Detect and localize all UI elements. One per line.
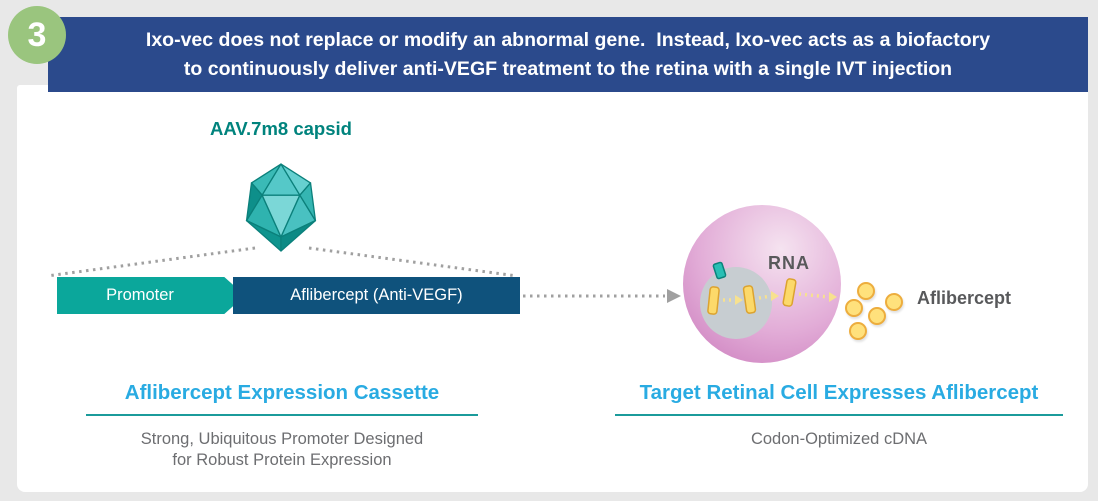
left-caption-section: Aflibercept Expression Cassette Strong, …	[52, 381, 512, 471]
protein-label: Aflibercept	[917, 288, 1012, 308]
retinal-cell-graphic: RNA	[683, 205, 841, 363]
header-banner: Ixo-vec does not replace or modify an ab…	[48, 17, 1088, 92]
header-line-1: Ixo-vec does not replace or modify an ab…	[145, 28, 991, 51]
promoter-arrow: Promoter	[57, 277, 245, 314]
protein-dot-icon	[885, 293, 903, 311]
rna-translation-path-icon	[707, 261, 837, 315]
aflibercept-gene-box: Aflibercept (Anti-VEGF)	[233, 277, 520, 314]
right-section-title: Target Retinal Cell Expresses Aflibercep…	[639, 381, 1039, 404]
step-number: 3	[27, 15, 47, 54]
protein-dot-icon	[849, 322, 867, 340]
right-section-underline	[615, 414, 1063, 416]
aav-capsid-icon	[245, 163, 317, 252]
header-line-2: to continuously deliver anti-VEGF treatm…	[183, 57, 953, 80]
right-caption-section: Target Retinal Cell Expresses Aflibercep…	[614, 381, 1064, 450]
left-section-subtitle: Strong, Ubiquitous Promoter Designed for…	[52, 429, 512, 471]
capsid-fragment-icon	[712, 261, 727, 280]
rna-label: RNA	[768, 253, 810, 273]
right-section-subtitle: Codon-Optimized cDNA	[750, 430, 928, 448]
gene-label: Aflibercept (Anti-VEGF)	[290, 286, 463, 304]
left-section-underline	[86, 414, 478, 416]
arrow-right-icon	[667, 289, 681, 303]
capsid-title: AAV.7m8 capsid	[210, 118, 352, 139]
promoter-label: Promoter	[106, 286, 174, 304]
step-number-badge: 3	[8, 6, 66, 64]
left-section-title: Aflibercept Expression Cassette	[124, 381, 440, 404]
protein-dot-icon	[845, 299, 863, 317]
left-subtitle-line-1: Strong, Ubiquitous Promoter Designed	[140, 430, 424, 448]
left-subtitle-line-2: for Robust Protein Expression	[172, 451, 392, 469]
protein-dot-icon	[857, 282, 875, 300]
protein-dot-icon	[868, 307, 886, 325]
content-card: AAV.7m8 capsid Promoter Aflibercept (Ant…	[17, 85, 1088, 492]
